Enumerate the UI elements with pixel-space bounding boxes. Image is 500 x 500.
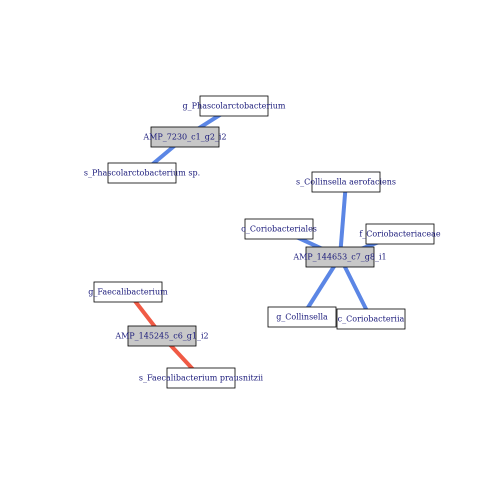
taxon-node-o_corio: o_Coriobacteriales [241, 218, 317, 240]
node-label: s_Phascolarctobacterium sp. [84, 169, 200, 178]
node-label: AMP_144653_c7_g8_i1 [292, 253, 386, 262]
amp-node-amp7230: AMP_7230_c1_g2_i2 [142, 126, 227, 148]
node-box [166, 367, 236, 389]
node-box [244, 218, 314, 240]
taxon-node-s_phasc: s_Phascolarctobacterium sp. [84, 162, 200, 184]
node-box [199, 95, 269, 117]
node-label: g_Collinsella [276, 313, 328, 322]
nodes-layer: AMP_7230_c1_g2_i2 g_Phascolarctobacterium… [84, 95, 441, 389]
amp-node-amp144653: AMP_144653_c7_g8_i1 [292, 246, 387, 268]
taxon-node-g_faec: g_Faecalibacterium [88, 281, 168, 303]
taxon-node-c_corio: c_Coriobacteriia [336, 308, 406, 330]
node-label: g_Phascolarctobacterium [183, 102, 286, 111]
taxon-node-s_coll_aero: s_Collinsella aerofaciens [296, 171, 396, 193]
taxon-node-g_phasc: g_Phascolarctobacterium [183, 95, 286, 117]
node-label: f_Coriobacteriaceae [359, 230, 441, 239]
node-box [267, 306, 337, 328]
node-box [127, 325, 197, 347]
node-label: s_Collinsella aerofaciens [296, 178, 396, 187]
node-label: g_Faecalibacterium [88, 288, 168, 297]
node-box [150, 126, 220, 148]
node-box [311, 171, 381, 193]
amp-node-amp145245: AMP_145245_c6_g1_i2 [114, 325, 209, 347]
node-label: o_Coriobacteriales [241, 225, 317, 234]
node-box [93, 281, 163, 303]
node-label: c_Coriobacteriia [338, 315, 405, 324]
node-box [336, 308, 406, 330]
taxon-node-f_corio: f_Coriobacteriaceae [359, 223, 441, 245]
taxon-node-s_faec: s_Faecalibacterium prausnitzii [139, 367, 264, 389]
edge-amp144653-s_coll_aero [338, 181, 348, 258]
node-box [305, 246, 375, 268]
node-box [107, 162, 177, 184]
taxon-node-g_coll: g_Collinsella [267, 306, 337, 328]
node-box [365, 223, 435, 245]
node-label: AMP_7230_c1_g2_i2 [142, 133, 226, 142]
node-label: AMP_145245_c6_g1_i2 [114, 332, 208, 341]
node-label: s_Faecalibacterium prausnitzii [139, 374, 264, 383]
